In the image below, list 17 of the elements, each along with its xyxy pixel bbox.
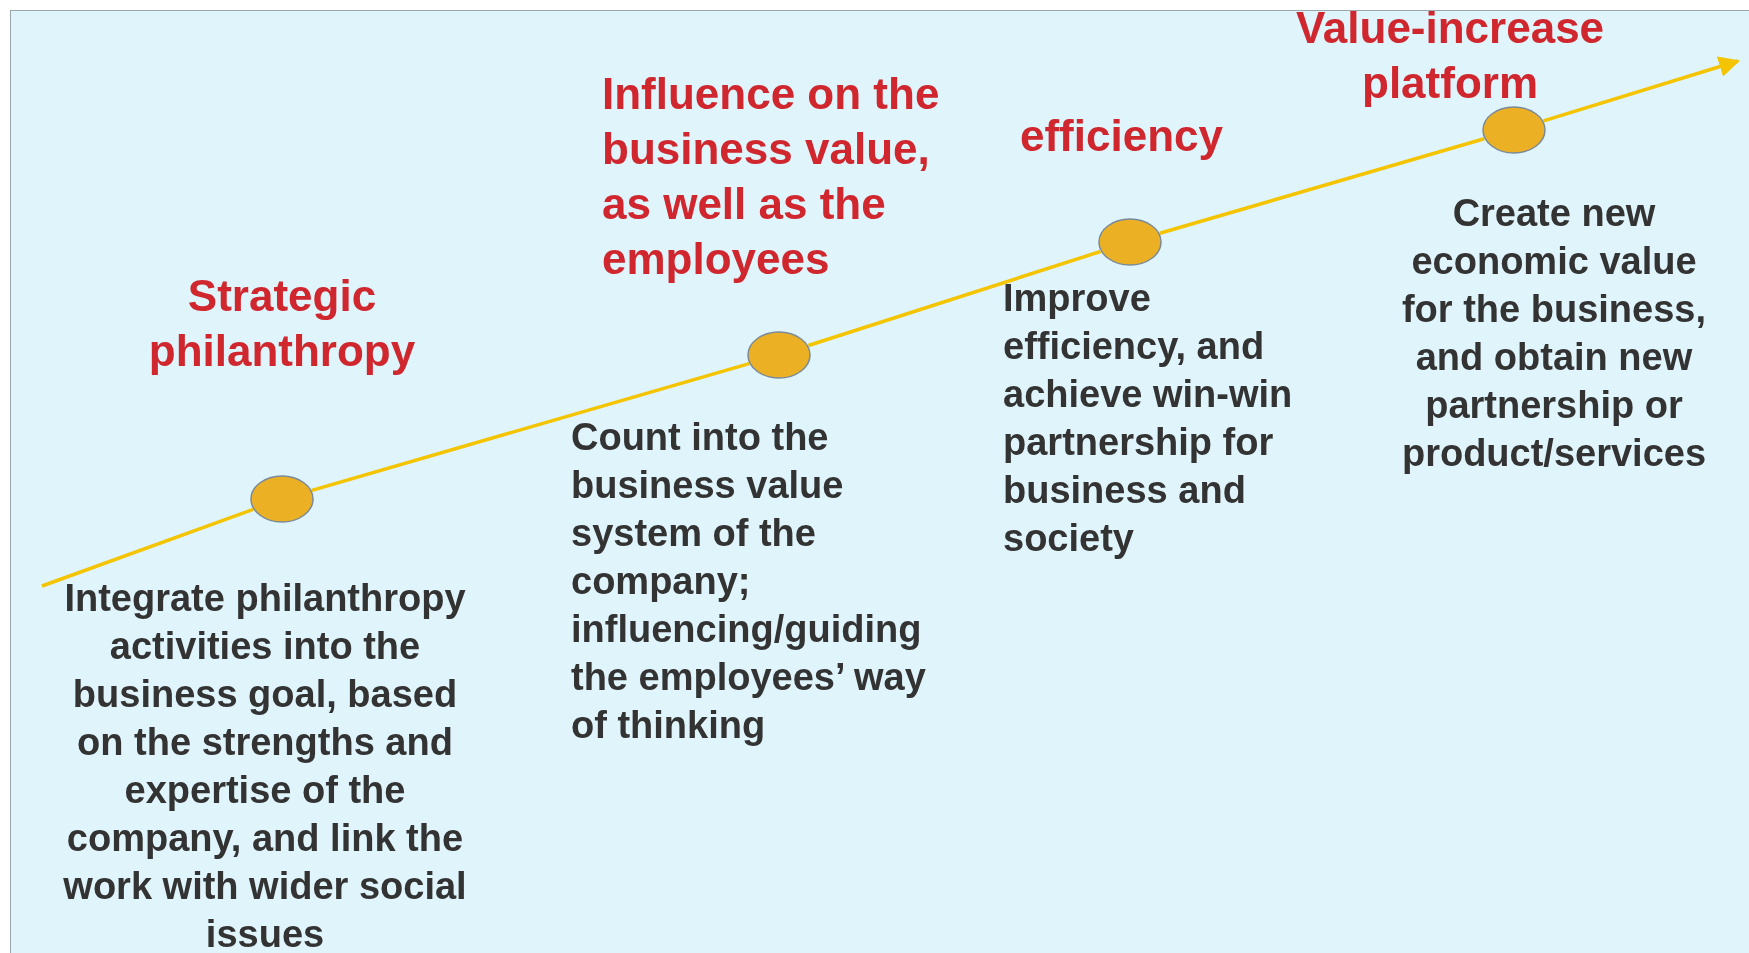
stage-heading: Strategic philanthropy bbox=[147, 270, 417, 377]
connector-line bbox=[41, 507, 254, 588]
stage-heading: Value-increase platform bbox=[1294, 2, 1606, 109]
stage-description: Integrate philanthropy activities into the business goal, based on the strengths and expertise of the company, and link the work with wider social issues bbox=[62, 576, 468, 953]
stage-description: Count into the business value system of the company; influencing/guiding the employees’ way of thinking bbox=[571, 415, 927, 748]
stage-heading: Influence on the business value, as well as the employees bbox=[602, 68, 941, 285]
connector-line bbox=[807, 249, 1102, 348]
stage-heading: efficiency bbox=[1020, 110, 1224, 162]
milestone-dot bbox=[250, 475, 314, 523]
connector-line bbox=[311, 361, 750, 493]
stage-description: Create new economic value for the business, and obtain new partnership or product/services bbox=[1400, 191, 1708, 476]
stage-description: Improve efficiency, and achieve win-win partnership for business and society bbox=[1003, 276, 1294, 561]
milestone-dot bbox=[1482, 106, 1546, 154]
arrow bbox=[1543, 56, 1740, 123]
milestone-dot bbox=[1098, 218, 1162, 266]
milestone-dot bbox=[747, 331, 811, 379]
connector-line bbox=[1159, 137, 1485, 235]
